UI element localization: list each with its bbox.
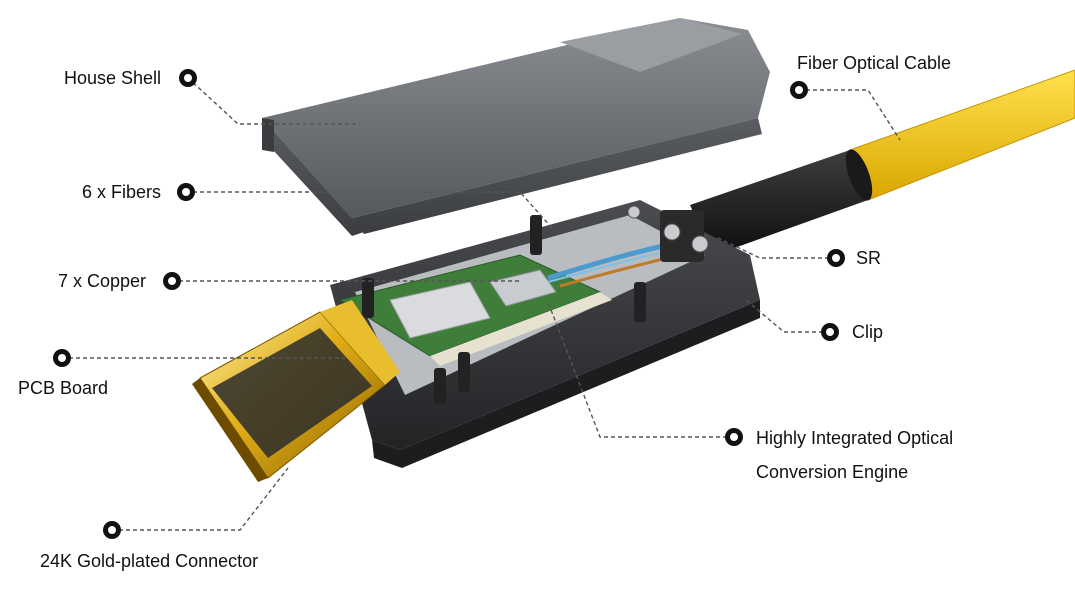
leader-optical-engine <box>547 301 734 438</box>
marker-optical-engine <box>725 428 743 446</box>
label-clip: Clip <box>852 322 884 342</box>
markers <box>53 69 845 539</box>
label-fiber-optical-cable: Fiber Optical Cable <box>797 53 952 73</box>
marker-six-fibers <box>177 183 195 201</box>
label-house-shell: House Shell <box>64 68 162 88</box>
leader-lines <box>62 77 901 531</box>
leader-clip <box>745 299 830 333</box>
leader-house-shell <box>187 77 360 125</box>
marker-sr <box>827 249 845 267</box>
marker-gold-connector <box>103 521 121 539</box>
marker-house-shell <box>179 69 197 87</box>
leader-sr <box>717 237 836 259</box>
label-gold-connector: 24K Gold-plated Connector <box>40 551 259 571</box>
clip <box>627 205 709 262</box>
label-optical-engine-line1: Highly Integrated Optical <box>756 428 954 448</box>
marker-fiber-cable <box>790 81 808 99</box>
leader-six-fibers <box>186 191 553 229</box>
cable-boot <box>690 149 873 256</box>
label-six-fibers: 6 x Fibers <box>82 182 162 202</box>
housing-posts <box>362 215 646 404</box>
pcb-board <box>338 254 612 366</box>
marker-pcb-board <box>53 349 71 367</box>
label-seven-copper: 7 x Copper <box>58 271 147 291</box>
leader-fiber-cable <box>799 89 901 141</box>
label-pcb-board: PCB Board <box>18 378 109 398</box>
leader-gold-connector <box>112 467 289 531</box>
marker-seven-copper <box>163 272 181 290</box>
gold-connector <box>192 300 400 482</box>
house-shell <box>262 18 770 236</box>
marker-clip <box>821 323 839 341</box>
label-sr: SR <box>856 248 882 268</box>
label-optical-engine-line2: Conversion Engine <box>756 462 909 482</box>
fiber-optical-cable <box>849 69 1075 201</box>
